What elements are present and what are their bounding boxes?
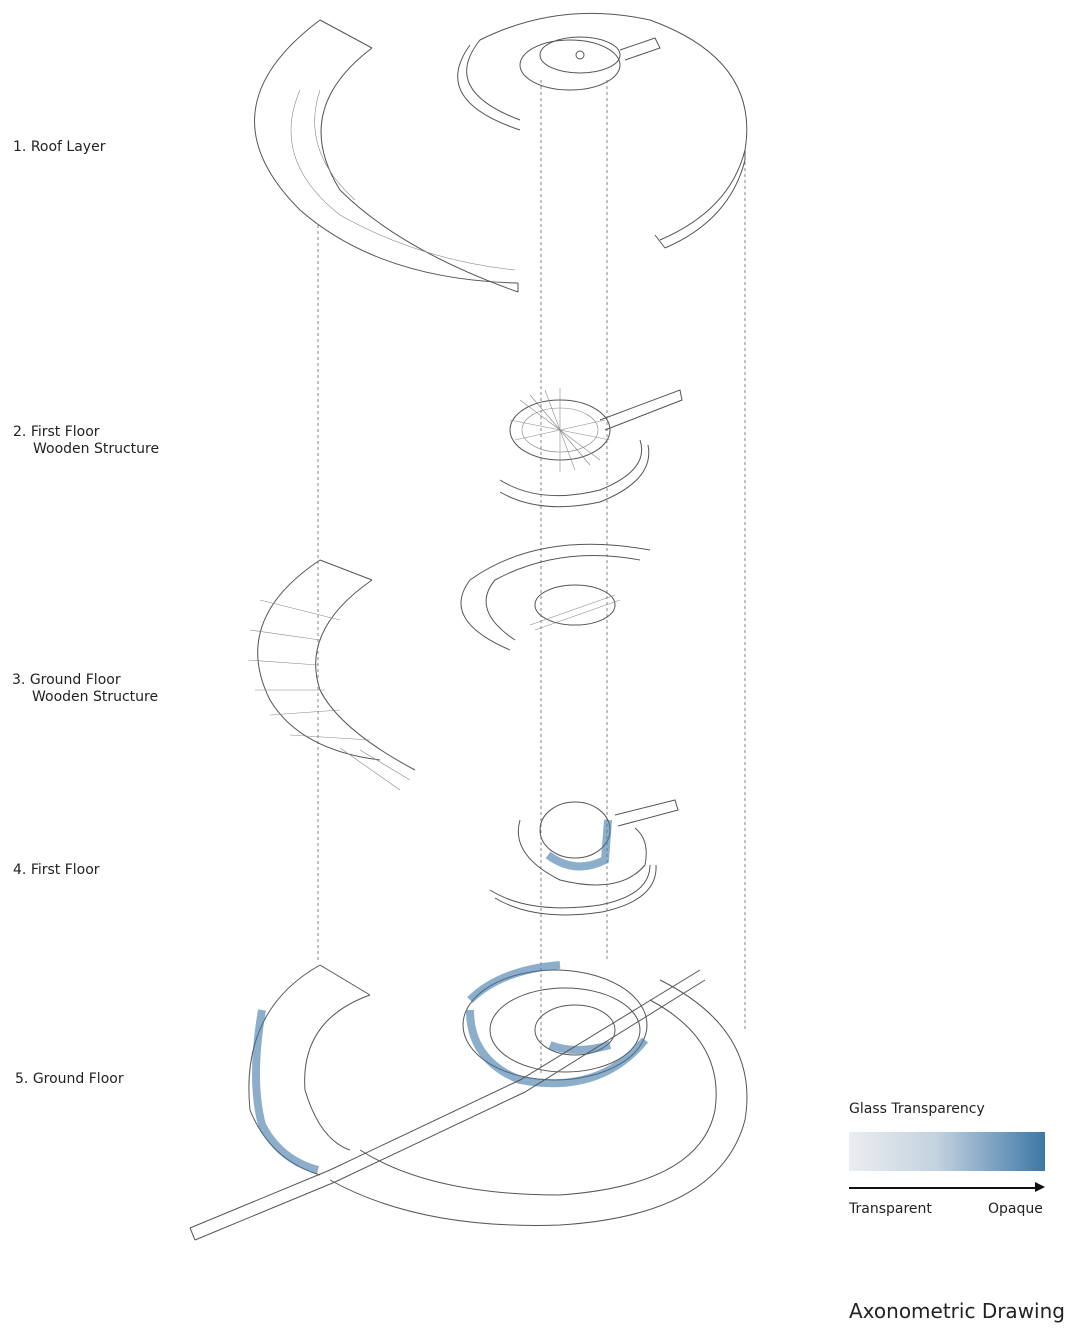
layer-subtitle: Wooden Structure: [33, 441, 160, 457]
layer-label-ground-floor: 5. Ground Floor: [15, 1071, 124, 1088]
layer-number: 4.: [13, 862, 27, 878]
layer-name: First Floor: [30, 862, 100, 878]
drawing-title: Axonometric Drawing: [849, 1299, 1065, 1323]
layer-number: 1.: [13, 139, 27, 155]
first-floor-wooden-structure-drawing: [499, 388, 683, 508]
roof-layer-drawing: [254, 12, 748, 293]
glass-transparency-gradient: [849, 1132, 1045, 1171]
layer-subtitle: Wooden Structure: [32, 689, 159, 705]
legend-low-label: Transparent: [849, 1201, 932, 1217]
layer-number: 5.: [15, 1071, 29, 1087]
layer-name: Roof Layer: [30, 139, 106, 155]
layer-number: 2.: [13, 424, 27, 440]
first-floor-drawing: [489, 799, 679, 916]
layer-name: First Floor: [30, 424, 100, 440]
layer-number: 3.: [12, 672, 26, 688]
layer-name: Ground Floor: [32, 1071, 124, 1087]
ground-floor-wooden-structure-drawing: [247, 543, 651, 791]
layer-name: Ground Floor: [29, 672, 121, 688]
ground-floor-drawing: [189, 961, 748, 1241]
arrow-right-icon: [849, 1182, 1045, 1192]
legend-title: Glass Transparency: [849, 1101, 985, 1117]
legend-high-label: Opaque: [988, 1201, 1043, 1217]
layer-label-first-floor: 4. First Floor: [13, 862, 100, 879]
layer-label-roof: 1. Roof Layer: [13, 139, 105, 156]
projection-lines: [317, 80, 746, 1075]
